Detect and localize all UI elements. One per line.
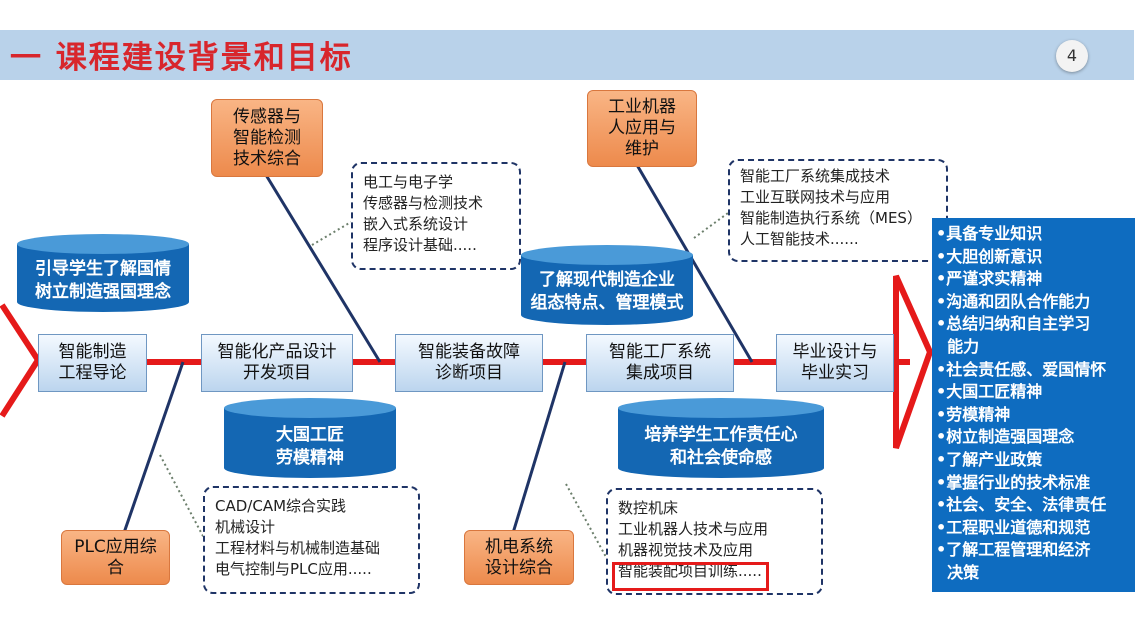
head-arrow (893, 274, 934, 450)
goal-cylinder-enterprise: 了解现代制造企业 组态特点、管理模式 (521, 245, 693, 325)
main-path-box: 智能装备故障 诊断项目 (395, 334, 543, 392)
course-list-bottom-left: CAD/CAM综合实践 机械设计 工程材料与机械制造基础 电气控制与PLC应用.… (203, 486, 420, 594)
highlight-box (612, 562, 769, 591)
dotted-connector (159, 454, 205, 539)
dotted-connector (693, 212, 729, 239)
header-band (0, 30, 1134, 80)
branch-box-robot: 工业机器 人应用与 维护 (587, 90, 697, 167)
dotted-connector (311, 221, 352, 246)
bone-plc (114, 361, 185, 557)
goal-cylinder-guide: 引导学生了解国情 树立制造强国理念 (17, 234, 189, 312)
main-path-box: 毕业设计与 毕业实习 (776, 334, 894, 392)
course-list-top-right: 智能工厂系统集成技术 工业互联网技术与应用 智能制造执行系统（MES） 人工智能… (728, 159, 948, 262)
branch-box-mech: 机电系统 设计综合 (464, 530, 574, 585)
goal-cylinder-craftsman: 大国工匠 劳模精神 (224, 398, 396, 478)
main-path-box: 智能制造 工程导论 (38, 334, 147, 392)
outcomes-panel: •具备专业知识 •大胆创新意识 •严谨求实精神 •沟通和团队合作能力 •总结归纳… (932, 218, 1135, 592)
tail-arrow (0, 303, 42, 418)
page-number-badge: 4 (1056, 40, 1088, 72)
main-path-box: 智能工厂系统 集成项目 (586, 334, 734, 392)
bone-robot (635, 164, 754, 363)
bone-mech (511, 361, 567, 534)
main-path-box: 智能化产品设计 开发项目 (201, 334, 353, 392)
dotted-connector (565, 483, 607, 558)
bone-sensors (264, 174, 382, 363)
branch-box-sensors: 传感器与 智能检测 技术综合 (211, 99, 323, 177)
branch-box-plc: PLC应用综 合 (61, 530, 170, 585)
goal-cylinder-responsibility: 培养学生工作责任心 和社会使命感 (618, 398, 824, 478)
course-list-top-left: 电工与电子学 传感器与检测技术 嵌入式系统设计 程序设计基础..... (351, 162, 521, 270)
course-list-bottom-right: 数控机床 工业机器人技术与应用 机器视觉技术及应用 智能装配项目训练..... (606, 488, 823, 595)
page-title: 一 课程建设背景和目标 (10, 40, 353, 76)
